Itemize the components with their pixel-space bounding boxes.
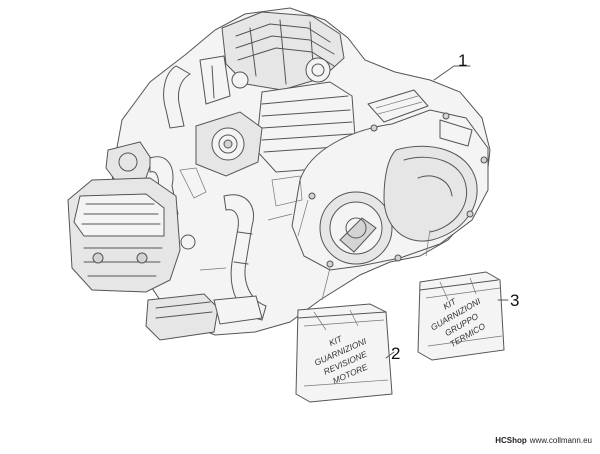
callout-1: 1 (433, 51, 471, 81)
callout-2: 2 (385, 344, 400, 363)
cover-bolts (308, 112, 488, 268)
callout-3: 3 (497, 291, 519, 310)
credit-site: www.collmann.eu (529, 436, 592, 445)
starter-motor (145, 293, 263, 341)
callout-3-number: 3 (510, 291, 519, 310)
gasket-kit-bag-top-end: KIT GUARNIZIONI GRUPPO TERMICO (417, 271, 505, 361)
coolant-hose-lower (223, 194, 267, 321)
credit-brand: HCShop (495, 436, 527, 445)
engine-assembly-drawing (67, 7, 491, 341)
transmission-cover (291, 89, 489, 301)
coolant-hose-upper (163, 65, 191, 129)
callout-1-number: 1 (458, 51, 467, 70)
gasket-kit-bag-engine-overhaul: KIT GUARNIZIONI REVISIONE MOTORE (295, 303, 393, 403)
callout-2-number: 2 (391, 344, 400, 363)
throttle-body (195, 55, 263, 177)
cooling-block (67, 177, 196, 293)
